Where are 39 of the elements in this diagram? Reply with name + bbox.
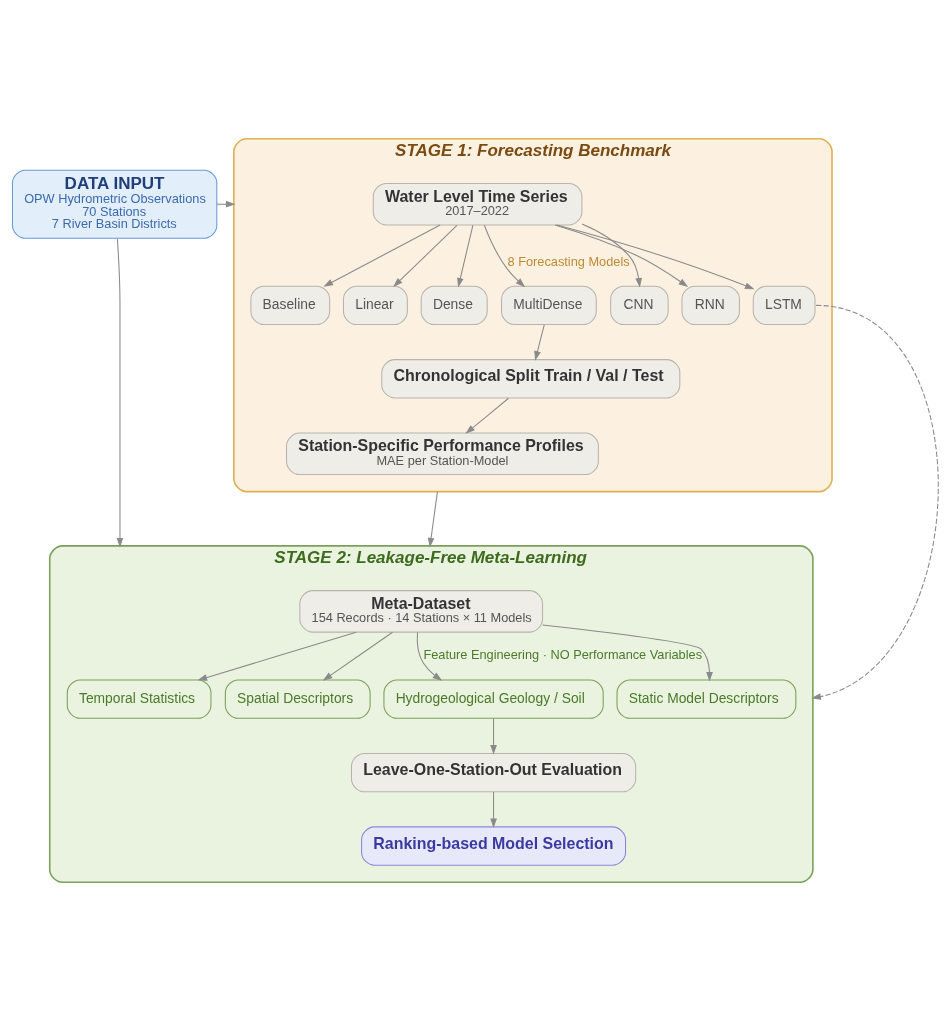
arrow — [216, 200, 236, 208]
arrow — [322, 631, 394, 681]
node-box: CNN — [610, 285, 669, 325]
edge-label: Feature Engineering · NO Performance Variables — [423, 646, 703, 662]
arrow — [581, 222, 642, 288]
arrow — [323, 224, 441, 287]
node-box: Ranking-based Model Selection — [361, 825, 627, 866]
arrow — [490, 791, 497, 828]
arrow — [554, 224, 689, 287]
arrow — [457, 224, 474, 287]
node-box: DATA INPUT OPW Hydrometric Observations 70 Stations 7 River Basin Districts — [11, 169, 218, 239]
node-box: Chronological Split Train / Val / Test — [381, 358, 681, 398]
arrow — [116, 237, 124, 547]
node-box: RNN — [681, 285, 740, 325]
node-box: Spatial Descriptors — [224, 678, 371, 719]
node-box: Temporal Statistics — [66, 678, 212, 719]
arrow — [542, 623, 713, 682]
arrow — [811, 304, 939, 700]
node-box: Linear — [342, 285, 408, 325]
node-box: Dense — [420, 285, 488, 325]
edge-label: 8 Forecasting Models — [507, 253, 630, 269]
arrow — [534, 323, 545, 361]
arrow — [393, 224, 458, 287]
arrow — [427, 490, 438, 547]
node-box: LSTM — [752, 285, 816, 325]
node-box: Water Level Time Series 2017–2022 — [372, 182, 583, 225]
node-box: Meta-Dataset 154 Records · 14 Stations × 11 Models — [299, 589, 544, 633]
node-box: Hydrogeological Geology / Soil — [383, 678, 604, 719]
arrow — [556, 224, 755, 289]
node-box: Static Model Descriptors — [616, 678, 797, 719]
node-box: Baseline — [250, 285, 331, 325]
node-box: Leave-One-Station-Out Evaluation — [350, 752, 637, 792]
arrow — [416, 631, 443, 681]
node-box: MultiDense — [501, 285, 597, 325]
arrow — [197, 631, 357, 681]
node-box: Station-Specific Performance Profiles MAE per Station-Model — [286, 432, 599, 475]
arrow — [465, 397, 510, 434]
arrow — [483, 224, 526, 287]
arrow — [490, 717, 497, 755]
